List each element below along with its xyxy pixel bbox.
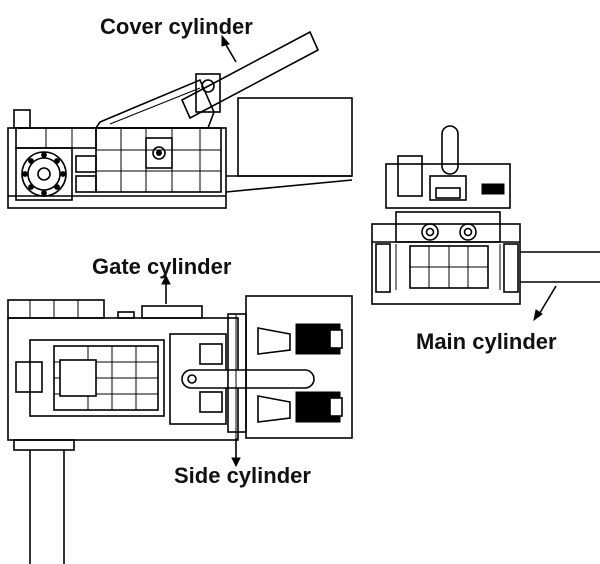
main-cylinder-label: Main cylinder bbox=[416, 329, 557, 354]
cover-cylinder-label: Cover cylinder bbox=[100, 14, 253, 39]
front-view bbox=[371, 125, 600, 322]
side-view bbox=[7, 30, 353, 209]
side-cylinder-label: Side cylinder bbox=[174, 463, 311, 488]
top-view bbox=[7, 274, 353, 564]
gate-cylinder-label: Gate cylinder bbox=[92, 254, 232, 279]
